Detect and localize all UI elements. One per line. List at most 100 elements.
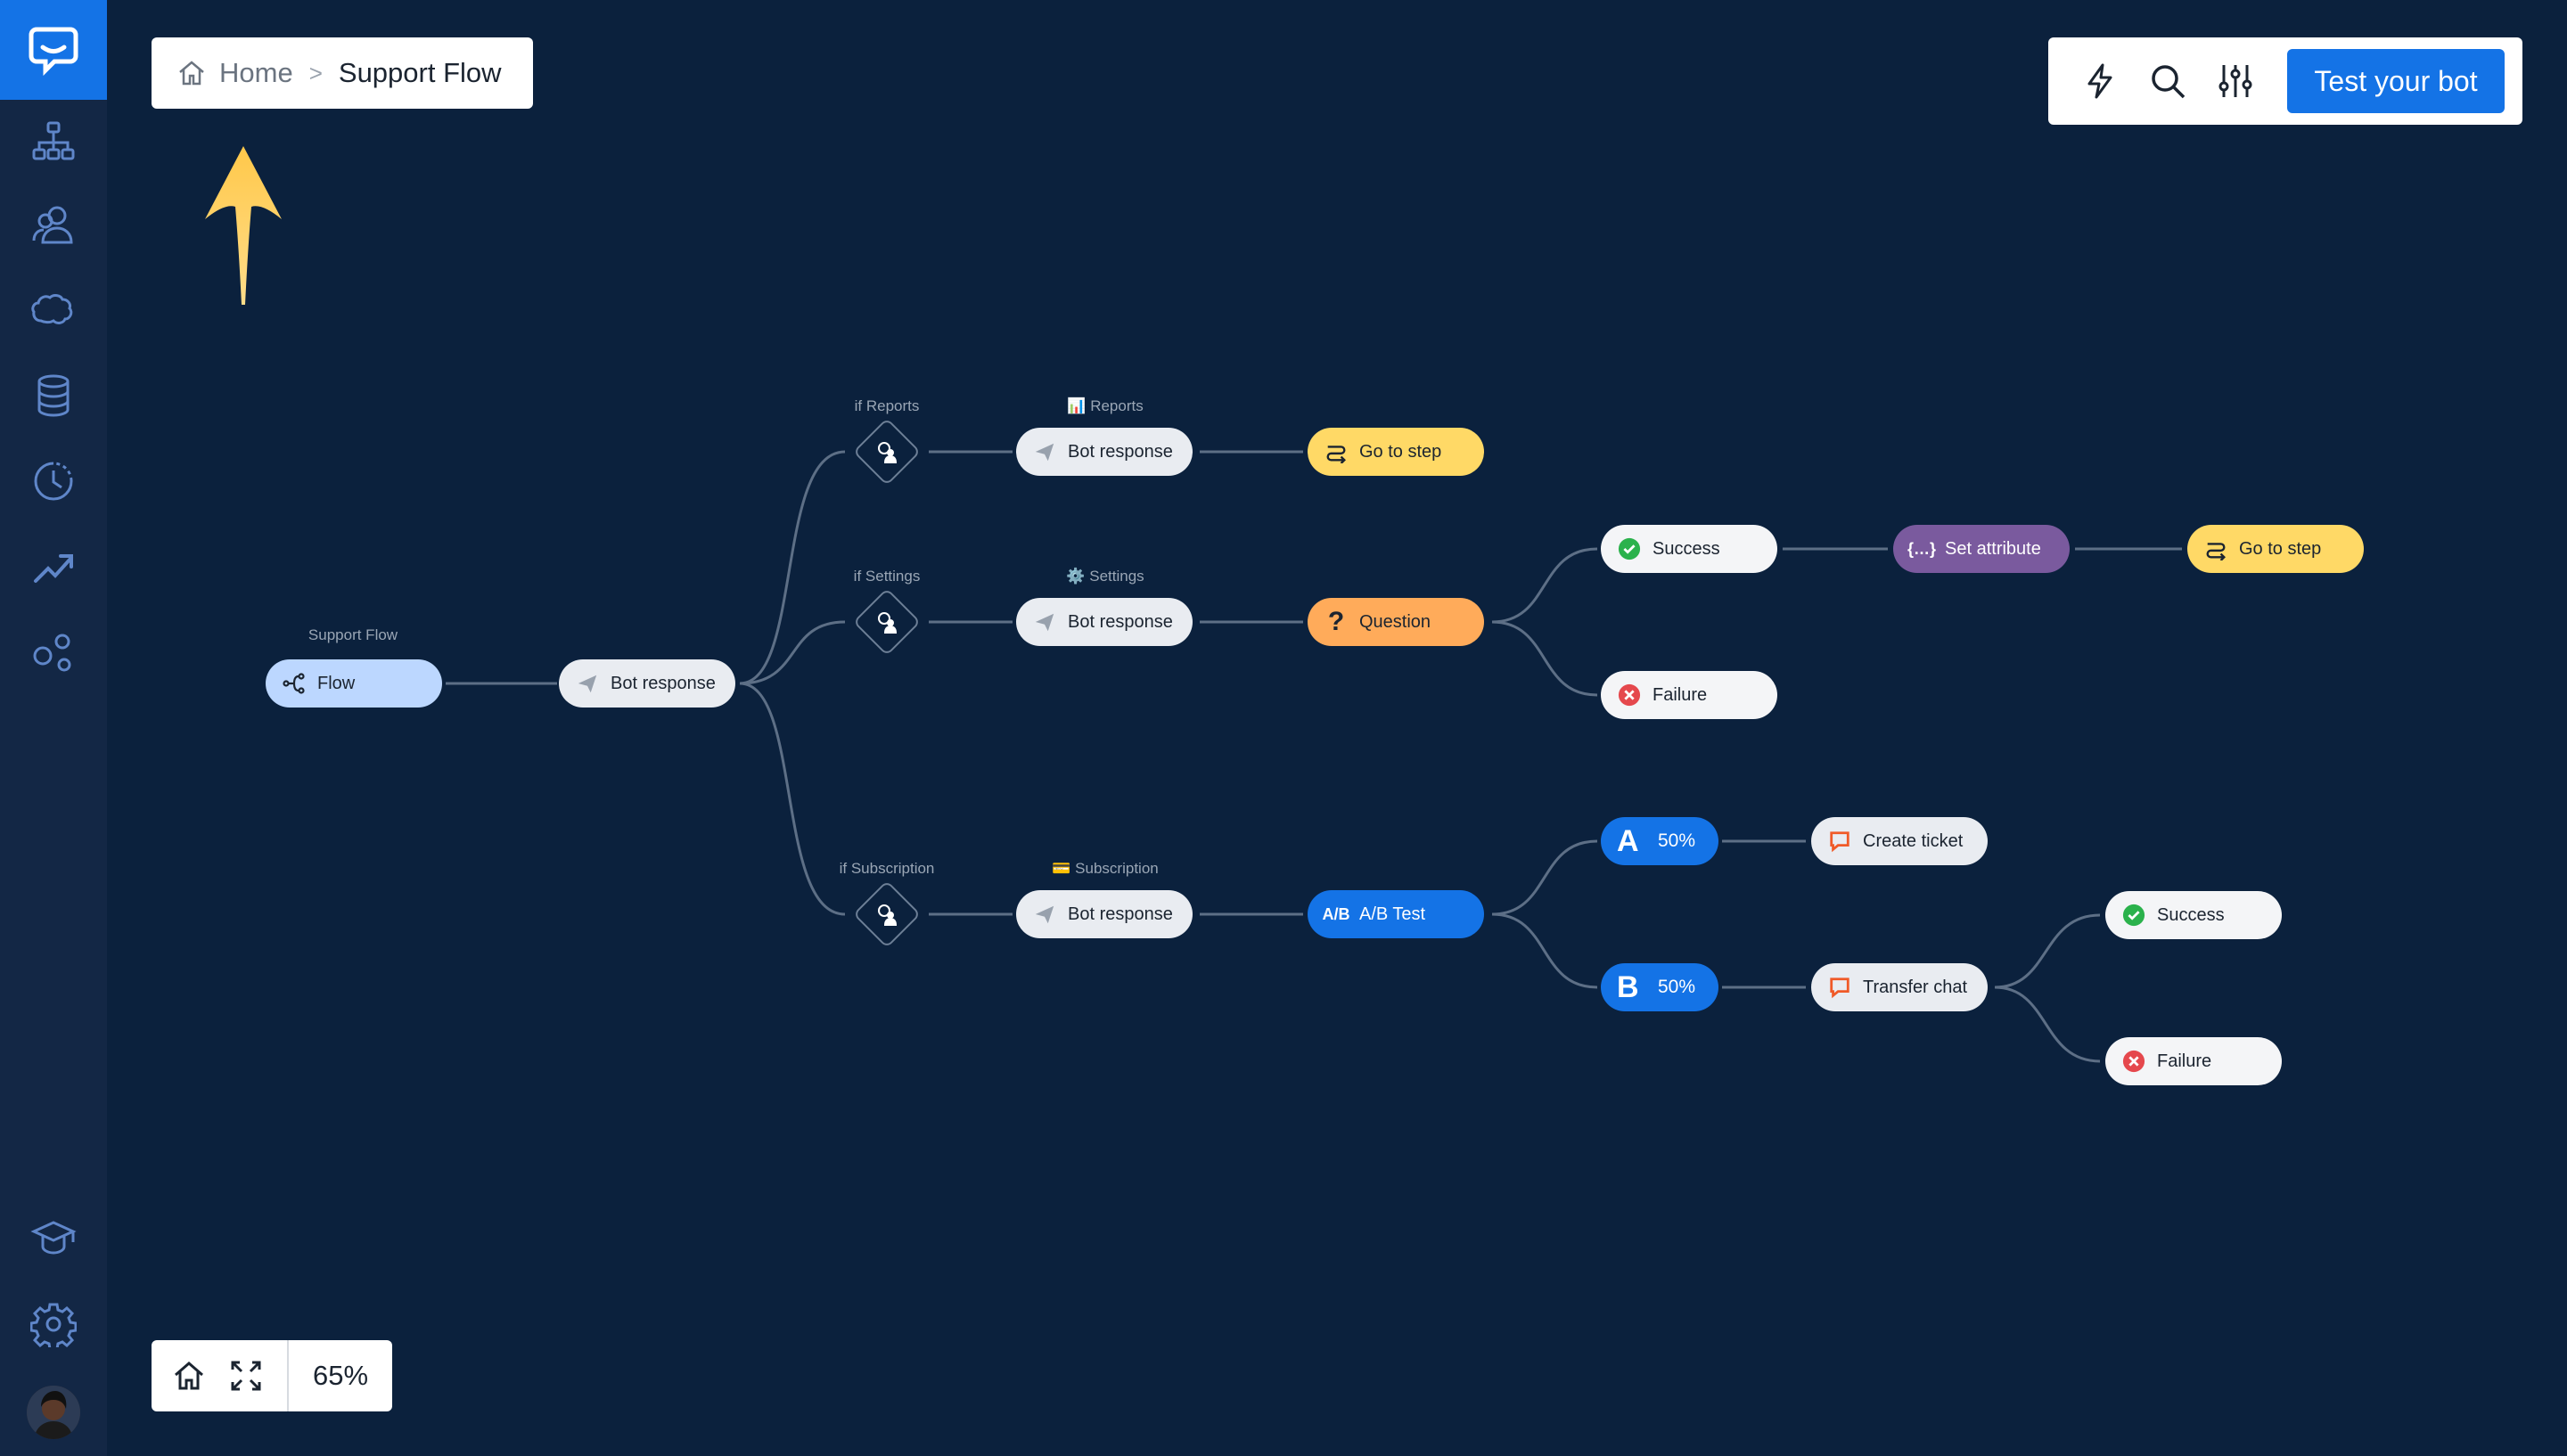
variant-a-letter: A xyxy=(1617,823,1639,858)
bot-response-node-subscription[interactable]: Bot response xyxy=(1016,890,1193,938)
condition-label: if Subscription xyxy=(839,860,935,877)
sidebar-item-analytics[interactable] xyxy=(25,538,82,595)
sidebar-item-academy[interactable] xyxy=(25,1208,82,1265)
flow-tree-icon xyxy=(32,121,75,160)
breadcrumb-current: Support Flow xyxy=(338,57,502,88)
settings-gear-icon xyxy=(30,1303,77,1347)
chat-bubble-icon xyxy=(1827,829,1852,854)
success-label: Success xyxy=(2157,904,2225,925)
question-node[interactable]: ? Question xyxy=(1308,598,1484,646)
step-title-settings: ⚙️ Settings xyxy=(1066,568,1144,585)
condition-node-reports[interactable] xyxy=(852,417,922,487)
transfer-chat-node[interactable]: Transfer chat xyxy=(1811,963,1988,1011)
go-to-step-icon xyxy=(1324,439,1349,464)
home-icon xyxy=(175,1362,203,1390)
bot-response-label: Bot response xyxy=(611,673,716,693)
search-button[interactable] xyxy=(2139,53,2196,110)
filters-button[interactable] xyxy=(2207,53,2264,110)
set-attribute-node[interactable]: {…} Set attribute xyxy=(1893,525,2070,573)
success-node-question[interactable]: Success xyxy=(1601,525,1777,573)
test-your-bot-button[interactable]: Test your bot xyxy=(2287,49,2505,113)
send-icon xyxy=(1032,439,1057,464)
gear-emoji-icon: ⚙️ xyxy=(1066,568,1086,585)
bot-response-label: Bot response xyxy=(1068,904,1173,924)
ab-test-icon: A/B xyxy=(1322,904,1350,923)
success-node-transfer[interactable]: Success xyxy=(2105,891,2282,939)
flow-node[interactable]: Flow xyxy=(266,659,442,708)
breadcrumb: Home > Support Flow xyxy=(152,37,533,109)
condition-label: if Reports xyxy=(854,397,920,414)
bot-response-label: Bot response xyxy=(1068,441,1173,462)
zoom-divider xyxy=(287,1340,289,1411)
braces-icon: {…} xyxy=(1907,539,1937,558)
variant-a-percent: 50% xyxy=(1658,830,1696,851)
question-label: Question xyxy=(1359,611,1431,632)
failure-label: Failure xyxy=(1653,684,1708,705)
database-icon xyxy=(37,374,70,417)
history-icon xyxy=(34,462,73,501)
x-circle-icon xyxy=(1617,683,1642,708)
variant-b-node[interactable]: B 50% xyxy=(1601,963,1718,1011)
flow-node-label: Flow xyxy=(317,673,356,693)
sidebar-item-ai[interactable] xyxy=(25,282,82,339)
zoom-level[interactable]: 65% xyxy=(312,1360,369,1391)
step-title-reports: 📊 Reports xyxy=(1067,397,1144,414)
breadcrumb-separator: > xyxy=(308,59,323,86)
sidebar xyxy=(0,0,107,1456)
condition-node-settings[interactable] xyxy=(852,587,922,657)
fit-to-screen-button[interactable] xyxy=(217,1347,275,1404)
trend-up-icon xyxy=(34,554,73,583)
condition-node-subscription[interactable] xyxy=(852,879,922,949)
bot-response-node-settings[interactable]: Bot response xyxy=(1016,598,1193,646)
bot-response-node-root[interactable]: Bot response xyxy=(559,659,735,708)
bot-response-node-reports[interactable]: Bot response xyxy=(1016,428,1193,476)
sidebar-item-integrations[interactable] xyxy=(25,624,82,681)
flow-icon xyxy=(282,671,307,696)
graduation-cap-icon xyxy=(30,1221,77,1255)
users-icon xyxy=(32,206,73,244)
send-icon xyxy=(1032,609,1057,634)
sidebar-item-flows[interactable] xyxy=(25,112,82,169)
variant-a-node[interactable]: A 50% xyxy=(1601,817,1718,865)
user-condition-icon xyxy=(878,442,898,463)
go-to-step-node-settings[interactable]: Go to step xyxy=(2187,525,2364,573)
sidebar-item-data[interactable] xyxy=(25,367,82,424)
breadcrumb-home-link[interactable]: Home xyxy=(219,57,293,88)
set-attribute-label: Set attribute xyxy=(1945,538,2041,559)
user-condition-icon xyxy=(878,904,898,926)
lightning-icon xyxy=(2087,63,2112,99)
check-circle-icon xyxy=(1617,536,1642,561)
check-circle-icon xyxy=(2121,903,2146,928)
user-condition-icon xyxy=(878,612,898,634)
expand-icon xyxy=(231,1361,261,1391)
create-ticket-label: Create ticket xyxy=(1863,830,1964,851)
failure-label: Failure xyxy=(2157,1051,2212,1071)
failure-node-question[interactable]: Failure xyxy=(1601,671,1777,719)
go-to-step-node-reports[interactable]: Go to step xyxy=(1308,428,1484,476)
go-to-step-label: Go to step xyxy=(2239,538,2322,559)
create-ticket-node[interactable]: Create ticket xyxy=(1811,817,1988,865)
question-mark-icon: ? xyxy=(1327,607,1345,636)
sidebar-item-users[interactable] xyxy=(25,196,82,253)
success-label: Success xyxy=(1653,538,1720,559)
sidebar-item-settings[interactable] xyxy=(25,1296,82,1353)
app-logo[interactable] xyxy=(0,0,107,100)
quick-actions-button[interactable] xyxy=(2071,53,2128,110)
reset-view-button[interactable] xyxy=(160,1347,217,1404)
sidebar-item-history[interactable] xyxy=(25,453,82,510)
condition-label: if Settings xyxy=(853,568,921,585)
pointer-arrow-icon xyxy=(205,146,282,305)
failure-node-transfer[interactable]: Failure xyxy=(2105,1037,2282,1085)
top-toolbar: Test your bot xyxy=(2048,37,2522,125)
brain-icon xyxy=(31,294,73,324)
go-to-step-icon xyxy=(2203,536,2228,561)
user-avatar[interactable] xyxy=(27,1386,80,1439)
credit-card-emoji-icon: 💳 xyxy=(1052,860,1071,877)
avatar-image xyxy=(27,1386,80,1439)
x-circle-icon xyxy=(2121,1049,2146,1074)
home-icon[interactable] xyxy=(176,58,207,88)
ab-test-node[interactable]: A/B A/B Test xyxy=(1308,890,1484,938)
ab-test-label: A/B Test xyxy=(1359,904,1426,924)
go-to-step-label: Go to step xyxy=(1359,441,1442,462)
